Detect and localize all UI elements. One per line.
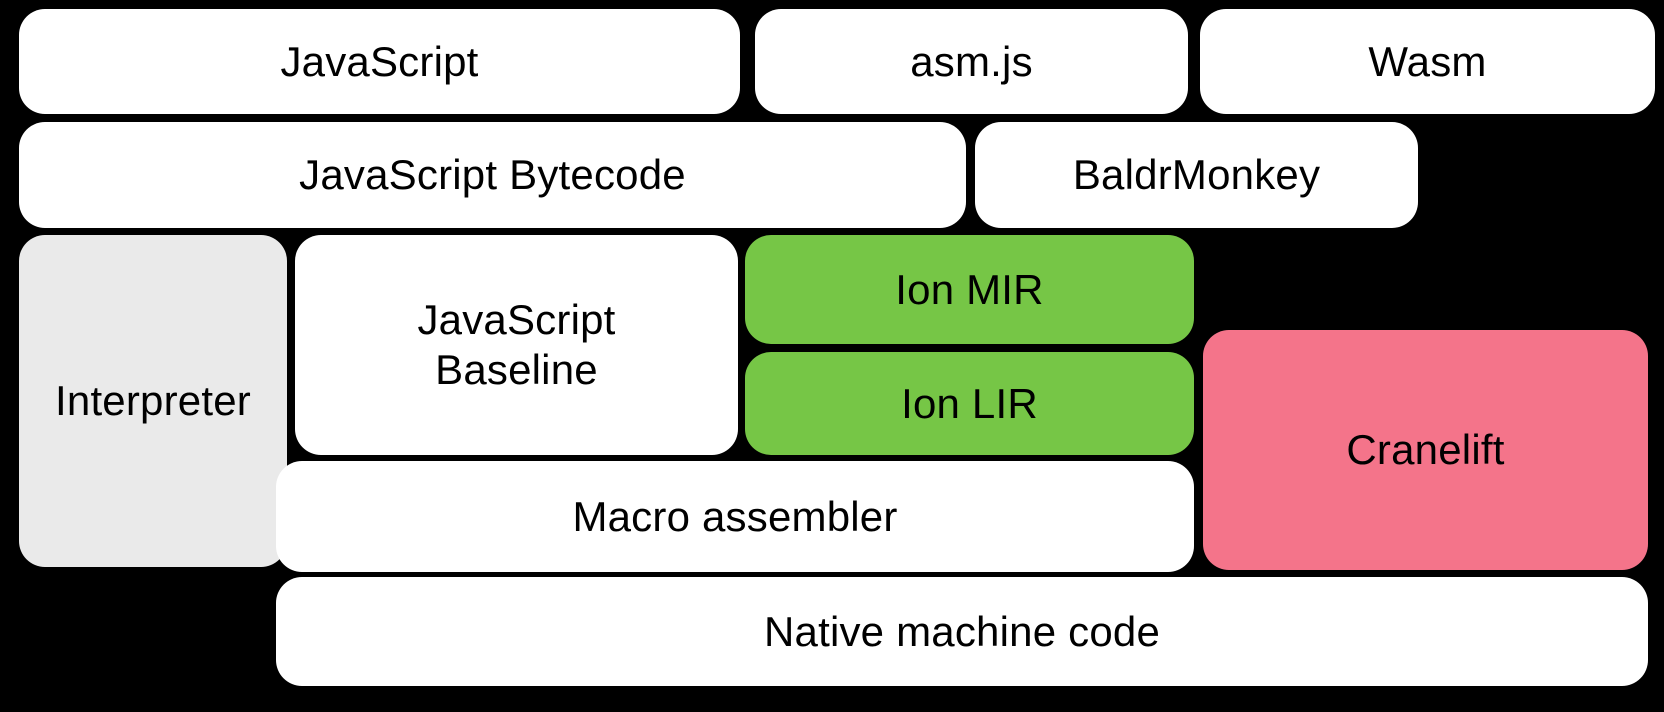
node-ion-mir: Ion MIR [745,235,1194,344]
node-macro-assembler: Macro assembler [276,461,1194,572]
node-wasm: Wasm [1200,9,1655,114]
node-interpreter: Interpreter [19,235,287,567]
node-baldrmonkey: BaldrMonkey [975,122,1418,228]
node-javascript-baseline: JavaScript Baseline [295,235,738,455]
node-ion-lir: Ion LIR [745,352,1194,455]
node-cranelift: Cranelift [1203,330,1648,570]
node-javascript-bytecode: JavaScript Bytecode [19,122,966,228]
node-native-machine-code: Native machine code [276,577,1648,686]
node-asm-js: asm.js [755,9,1188,114]
node-javascript: JavaScript [19,9,740,114]
